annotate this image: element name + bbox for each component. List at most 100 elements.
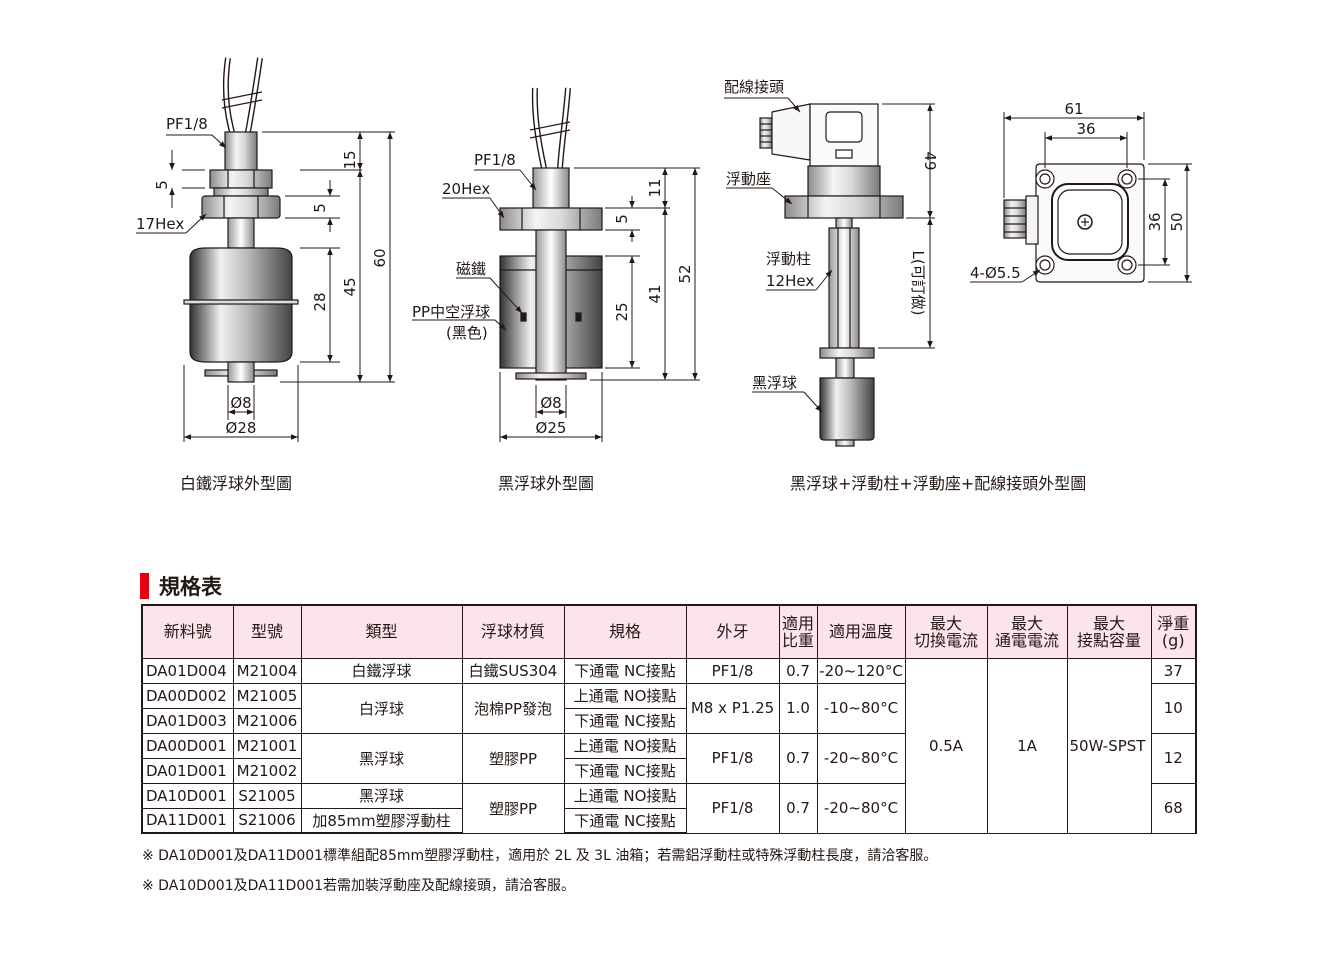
header-carry-current: 最大通電電流 bbox=[986, 604, 1068, 659]
figure-black-float-labels: PF1/8 20Hex 磁鐵 PP中空浮球 (黑色) 11 5 25 41 52… bbox=[412, 151, 694, 437]
cell-part-no: DA10D001 bbox=[141, 782, 234, 809]
header-part-no: 新料號 bbox=[141, 604, 234, 659]
cell-model: M21006 bbox=[232, 707, 302, 734]
header-model: 型號 bbox=[232, 604, 302, 659]
figure-black-float-dims bbox=[412, 167, 700, 442]
figure-connector-top-labels: 61 36 36 50 4-Ø5.5 bbox=[970, 100, 1186, 282]
label-dim-5c: 5 bbox=[613, 214, 631, 224]
label-dim-60: 60 bbox=[371, 248, 389, 267]
label-dim-5a: 5 bbox=[153, 180, 171, 190]
label-dia-28: Ø28 bbox=[226, 419, 257, 437]
cell-spec: 下通電 NC接點 bbox=[563, 657, 687, 684]
label-ball: 黑浮球 bbox=[752, 374, 797, 392]
cell-temp: -20~120°C bbox=[816, 657, 906, 684]
table-row: DA11D001 S21006 加85mm塑膠浮動柱 下通電 NC接點 bbox=[141, 807, 1196, 834]
cell-model: S21006 bbox=[232, 807, 302, 834]
cell-model: M21001 bbox=[232, 732, 302, 759]
header-contact-rating: 最大接點容量 bbox=[1066, 604, 1152, 659]
caption-stainless-float: 白鐵浮球外型圖 bbox=[180, 474, 293, 493]
footnote-1: ※ DA10D001及DA11D001標準組配85mm塑膠浮動柱，適用於 2L … bbox=[142, 848, 938, 864]
header-type: 類型 bbox=[300, 604, 463, 659]
header-material: 浮球材質 bbox=[461, 604, 565, 659]
cell-weight: 10 bbox=[1150, 682, 1197, 734]
table-row: DA00D002 M21005 白浮球 泡棉PP發泡 上通電 NO接點 M8 x… bbox=[141, 682, 1197, 734]
cell-spec: 下通電 NC接點 bbox=[563, 807, 687, 834]
figure-assembly-side bbox=[759, 103, 904, 447]
figure-stainless-float bbox=[183, 57, 299, 383]
cell-contact-rating: 50W-SPST bbox=[1066, 657, 1152, 834]
cell-thread: PF1/8 bbox=[685, 782, 780, 834]
cell-thread: PF1/8 bbox=[685, 657, 780, 684]
cell-part-no: DA11D001 bbox=[141, 807, 234, 834]
outline-drawings: PF1/8 17Hex 5 15 5 60 28 45 Ø8 Ø28 bbox=[136, 57, 1192, 447]
figure-black-float bbox=[499, 87, 603, 381]
table-row: DA01D004 M21004 白鐵浮球 白鐵SUS304 下通電 NC接點 P… bbox=[141, 657, 1197, 834]
table-row: DA10D001 S21005 黑浮球 塑膠PP 上通電 NO接點 PF1/8 … bbox=[141, 782, 1197, 834]
figure-assembly-side-dims bbox=[724, 97, 935, 413]
label-thread: PF1/8 bbox=[166, 115, 208, 133]
cell-model: S21005 bbox=[232, 782, 302, 809]
cell-part-no: DA01D003 bbox=[141, 707, 234, 734]
label-holes: 4-Ø5.5 bbox=[970, 264, 1021, 282]
cell-material: 塑膠PP bbox=[461, 732, 565, 784]
label-float-material: PP中空浮球 bbox=[412, 303, 490, 321]
label-dim-15: 15 bbox=[341, 150, 359, 169]
spec-table: 新料號 型號 類型 浮球材質 規格 外牙 適用比重 適用溫度 最大切換電流 最大… bbox=[141, 604, 1197, 834]
label-magnet: 磁鐵 bbox=[456, 260, 486, 278]
figure-assembly-side-labels: 配線接頭 浮動座 浮動柱 12Hex 黑浮球 49 L(可訂做) bbox=[724, 78, 939, 392]
label-dia-25: Ø25 bbox=[536, 419, 567, 437]
label-nut-2: 20Hex bbox=[442, 180, 490, 198]
cell-temp: -10~80°C bbox=[816, 682, 906, 734]
spec-table-header: 新料號 型號 類型 浮球材質 規格 外牙 適用比重 適用溫度 最大切換電流 最大… bbox=[141, 604, 1197, 659]
cell-part-no: DA01D001 bbox=[141, 757, 234, 784]
cell-spec: 上通電 NO接點 bbox=[563, 782, 687, 809]
label-dim-52: 52 bbox=[676, 264, 694, 283]
figure-stainless-float-dims bbox=[136, 131, 395, 442]
header-thread: 外牙 bbox=[685, 604, 780, 659]
label-dim-36a: 36 bbox=[1076, 120, 1095, 138]
cell-gravity: 0.7 bbox=[778, 732, 818, 784]
cell-material: 泡棉PP發泡 bbox=[461, 682, 565, 734]
label-float-color: (黑色) bbox=[446, 324, 488, 342]
label-dia-8b: Ø8 bbox=[540, 394, 561, 412]
spec-section-title: 規格表 bbox=[140, 571, 222, 601]
label-dim-36b: 36 bbox=[1146, 212, 1164, 231]
label-dim-50: 50 bbox=[1168, 212, 1186, 231]
figure-stainless-float-labels: PF1/8 17Hex 5 15 5 60 28 45 Ø8 Ø28 bbox=[136, 115, 389, 437]
cell-material: 塑膠PP bbox=[461, 782, 565, 834]
label-connector: 配線接頭 bbox=[724, 78, 784, 96]
footnote-2: ※ DA10D001及DA11D001若需加裝浮動座及配線接頭，請洽客服。 bbox=[142, 878, 576, 894]
label-dim-11: 11 bbox=[646, 178, 664, 197]
cell-model: M21004 bbox=[232, 657, 302, 684]
label-thread-2: PF1/8 bbox=[474, 151, 516, 169]
cell-material: 白鐵SUS304 bbox=[461, 657, 565, 684]
cell-spec: 下通電 NC接點 bbox=[563, 757, 687, 784]
cell-carry-current: 1A bbox=[986, 657, 1068, 834]
header-gravity: 適用比重 bbox=[778, 604, 818, 659]
cell-part-no: DA01D004 bbox=[141, 657, 234, 684]
header-temp: 適用溫度 bbox=[816, 604, 906, 659]
label-dim-61: 61 bbox=[1064, 100, 1083, 118]
cell-weight: 37 bbox=[1150, 657, 1197, 684]
label-dia-8: Ø8 bbox=[230, 394, 251, 412]
cell-thread: M8 x P1.25 bbox=[685, 682, 780, 734]
header-weight: 淨重(g) bbox=[1150, 604, 1197, 659]
cell-part-no: DA00D001 bbox=[141, 732, 234, 759]
cell-spec: 下通電 NC接點 bbox=[563, 707, 687, 734]
label-dim-49: 49 bbox=[921, 151, 939, 170]
cell-part-no: DA00D002 bbox=[141, 682, 234, 709]
label-dim-28: 28 bbox=[311, 292, 329, 311]
header-switch-current: 最大切換電流 bbox=[904, 604, 988, 659]
cell-switch-current: 0.5A bbox=[904, 657, 988, 834]
label-dim-L: L(可訂做) bbox=[909, 250, 927, 315]
cell-gravity: 1.0 bbox=[778, 682, 818, 734]
cell-type: 加85mm塑膠浮動柱 bbox=[300, 807, 463, 834]
cell-type: 黑浮球 bbox=[300, 732, 463, 784]
label-seat: 浮動座 bbox=[726, 170, 771, 188]
label-column-hex: 12Hex bbox=[766, 272, 814, 290]
label-dim-25: 25 bbox=[613, 302, 631, 321]
cell-temp: -20~80°C bbox=[816, 782, 906, 834]
label-dim-45: 45 bbox=[341, 277, 359, 296]
cell-spec: 上通電 NO接點 bbox=[563, 682, 687, 709]
cell-weight: 68 bbox=[1150, 782, 1197, 834]
